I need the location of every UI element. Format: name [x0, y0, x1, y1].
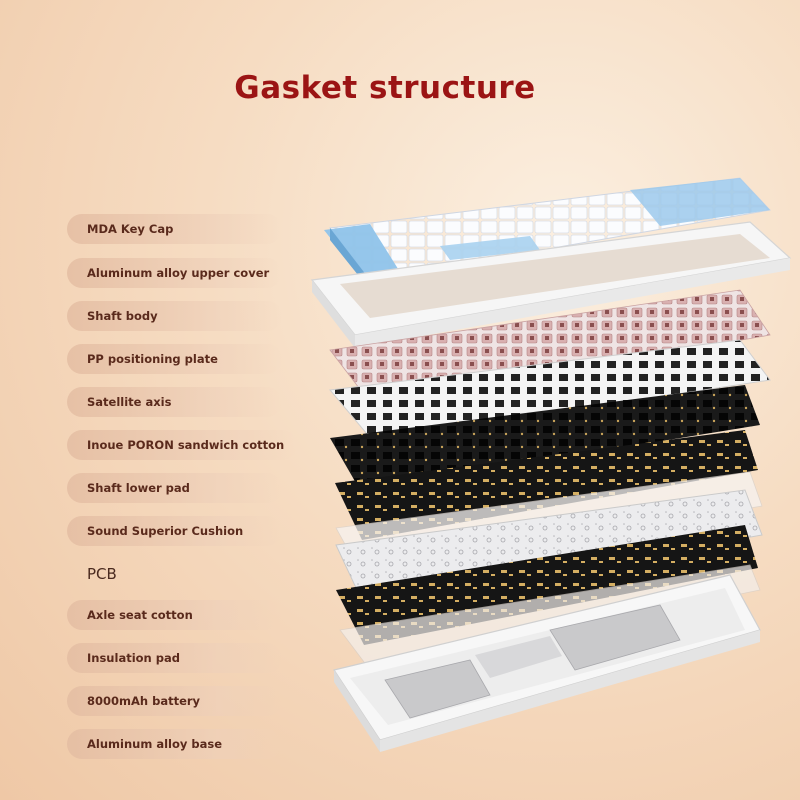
label-upper-cover: Aluminum alloy upper cover: [67, 258, 282, 288]
upper-cover-layer: [310, 221, 792, 348]
label-positioning-plate: PP positioning plate: [67, 344, 282, 374]
label-pcb: PCB: [87, 565, 117, 583]
shaft-lower-pad-layer: [335, 430, 758, 540]
label-poron-cotton: Inoue PORON sandwich cotton: [67, 430, 297, 460]
label-shaft-lower-pad: Shaft lower pad: [67, 473, 282, 503]
poron-foam-layer: [330, 385, 760, 490]
label-insulation-pad: Insulation pad: [67, 643, 282, 673]
exploded-keyboard-diagram: [310, 177, 792, 752]
base-layer: [333, 574, 761, 752]
label-shaft-body: Shaft body: [67, 301, 282, 331]
label-battery: 8000mAh battery: [67, 686, 282, 716]
battery-cell-left: [384, 659, 491, 719]
battery-cell-right: [549, 604, 681, 671]
positioning-plate-layer: [329, 339, 771, 441]
label-mda-key-cap: MDA Key Cap: [67, 214, 282, 244]
label-sound-cushion: Sound Superior Cushion: [67, 516, 282, 546]
label-alloy-base: Aluminum alloy base: [67, 729, 282, 759]
label-axle-seat-cotton: Axle seat cotton: [67, 600, 282, 630]
page-title: Gasket structure: [234, 70, 536, 106]
label-satellite-axis: Satellite axis: [67, 387, 282, 417]
